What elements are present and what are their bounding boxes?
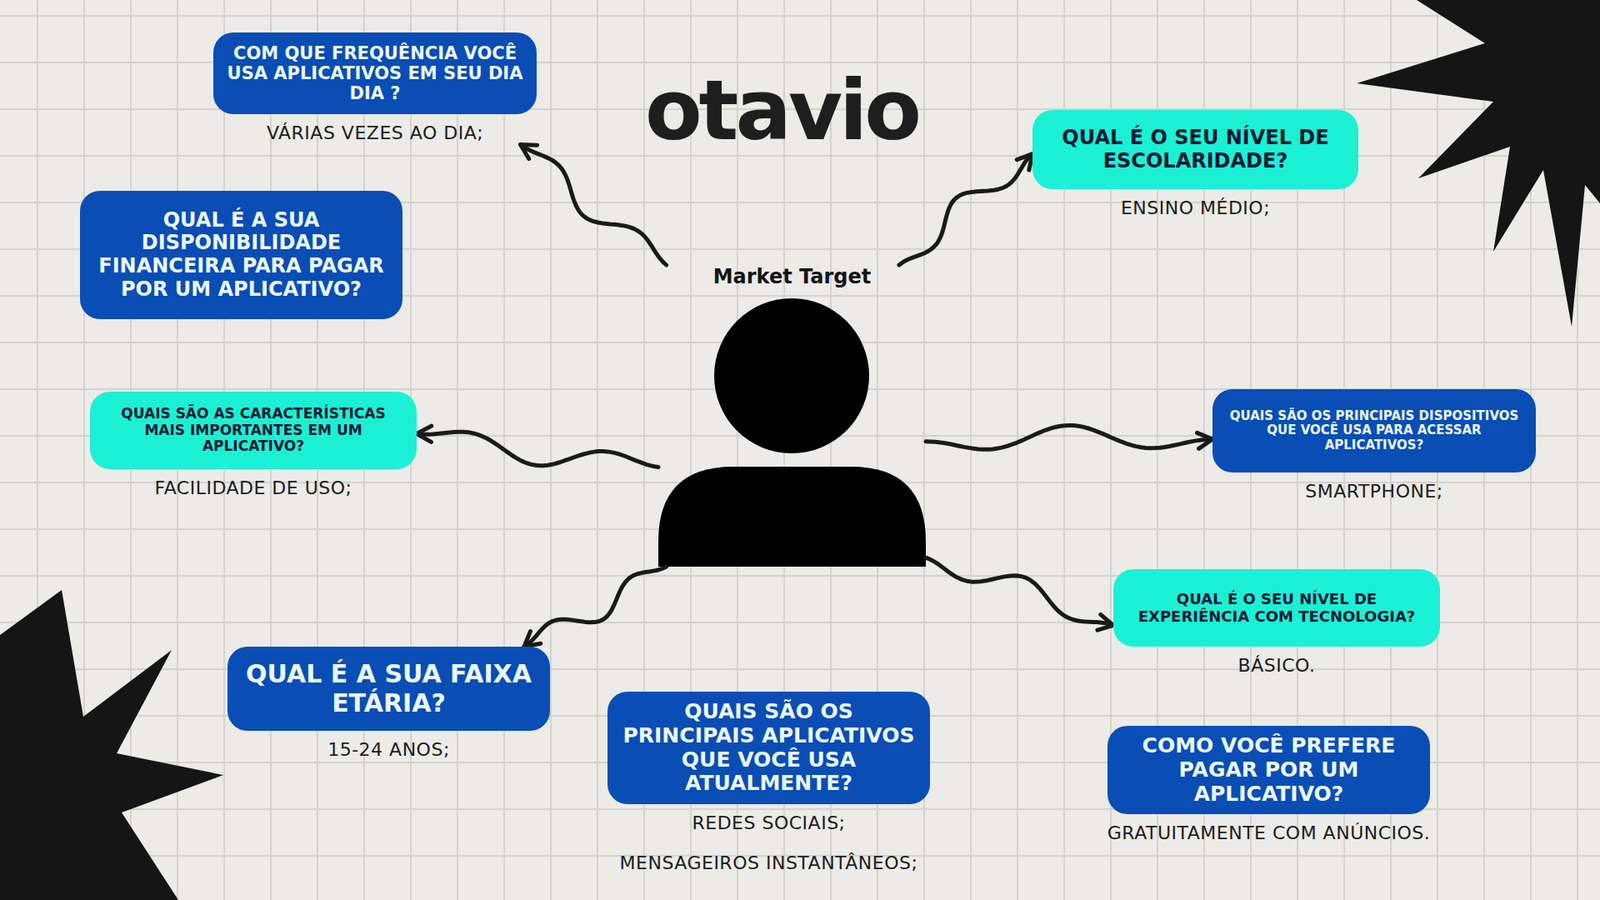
arrow-line [925, 425, 1213, 450]
question-text: QUAIS SÃO OS PRINCIPAIS DISPOSITIVOS QUE… [1225, 409, 1523, 453]
question-text: COM QUE FREQUÊNCIA VOCÊ USA APLICATIVOS … [226, 43, 524, 104]
question-text: COMO VOCÊ PREFERE PAGAR POR UM APLICATIV… [1120, 734, 1417, 806]
arrow-line [899, 154, 1033, 265]
answer-row: ENSINO MÉDIO; [1032, 197, 1359, 220]
question-box: QUAL É O SEU NÍVEL DE ESCOLARIDADE? [1032, 110, 1359, 190]
arrow-line [520, 144, 667, 265]
question-node: QUAIS SÃO OS PRINCIPAIS DISPOSITIVOS QUE… [1212, 389, 1536, 503]
curly-arrow [925, 557, 1114, 630]
arrow-head [416, 425, 432, 442]
arrow-head [524, 631, 541, 648]
answer-row: FACILIDADE DE USO; [90, 477, 417, 500]
question-node: QUAL É O SEU NÍVEL DE ESCOLARIDADE? ENSIN… [1032, 110, 1359, 220]
answer-text: BÁSICO. [1238, 655, 1316, 677]
answer-row: VÁRIAS VEZES AO DIA; [213, 122, 537, 145]
answer-row: 15-24 ANOS; [227, 739, 550, 761]
answer-text: REDES SOCIAIS; [691, 812, 845, 835]
title: otavio [598, 65, 965, 157]
arrow-head [1197, 432, 1214, 449]
question-node: COM QUE FREQUÊNCIA VOCÊ USA APLICATIVOS … [213, 32, 537, 145]
answer-row: BÁSICO. [1113, 655, 1440, 677]
question-box: COMO VOCÊ PREFERE PAGAR POR UM APLICATIV… [1107, 725, 1430, 815]
question-box: QUAIS SÃO OS PRINCIPAIS APLICATIVOS QUE … [607, 691, 930, 805]
arrow-head [520, 144, 538, 159]
question-box: COM QUE FREQUÊNCIA VOCÊ USA APLICATIVOS … [213, 32, 537, 115]
answer-row: REDES SOCIAIS; [607, 812, 930, 835]
question-box: QUAL É A SUA FAIXA ETÁRIA? [227, 646, 550, 731]
question-text: QUAL É O SEU NÍVEL DE ESCOLARIDADE? [1045, 126, 1345, 173]
answer-text: VÁRIAS VEZES AO DIA; [266, 122, 484, 145]
question-text: QUAIS SÃO OS PRINCIPAIS APLICATIVOS QUE … [620, 700, 917, 796]
question-node: QUAL É A SUA DISPONIBILIDADE FINANCEIRA … [80, 190, 403, 320]
question-box: QUAL É O SEU NÍVEL DE EXPERIÊNCIA COM TE… [1113, 569, 1440, 647]
question-node: COMO VOCÊ PREFERE PAGAR POR UM APLICATIV… [1107, 725, 1430, 845]
person-silhouette [658, 298, 926, 567]
answer-row: MENSAGEIROS INSTANTÂNEOS; [607, 852, 930, 875]
question-node: QUAIS SÃO AS CARACTERÍSTICAS MAIS IMPORT… [90, 391, 417, 500]
curly-arrow [520, 144, 667, 265]
answer-text: 15-24 ANOS; [327, 739, 450, 761]
answer-text: FACILIDADE DE USO; [155, 477, 353, 500]
curly-arrow [925, 425, 1213, 450]
arrow-head [1097, 614, 1114, 630]
arrow-line [416, 431, 659, 467]
node-label: Market Target [658, 265, 926, 290]
question-node: QUAL É O SEU NÍVEL DE EXPERIÊNCIA COM TE… [1113, 569, 1440, 677]
answer-text: SMARTPHONE; [1305, 480, 1444, 503]
arrow-line [925, 557, 1114, 625]
question-text: QUAL É A SUA DISPONIBILIDADE FINANCEIRA … [93, 209, 390, 301]
question-box: QUAL É A SUA DISPONIBILIDADE FINANCEIRA … [80, 190, 403, 320]
answer-row: GRATUITAMENTE COM ANÚNCIOS. [1107, 822, 1430, 845]
question-text: QUAL É A SUA FAIXA ETÁRIA? [240, 660, 537, 718]
curly-arrow [524, 566, 667, 647]
answer-row: SMARTPHONE; [1212, 480, 1536, 503]
curly-arrow [416, 425, 659, 467]
starburst [1356, 0, 1600, 327]
answer-text: MENSAGEIROS INSTANTÂNEOS; [620, 852, 919, 875]
arrow-line [524, 566, 667, 647]
question-node: QUAL É A SUA FAIXA ETÁRIA? 15-24 ANOS; [227, 646, 550, 761]
question-node: QUAIS SÃO OS PRINCIPAIS APLICATIVOS QUE … [607, 691, 930, 875]
answer-text: GRATUITAMENTE COM ANÚNCIOS. [1107, 822, 1431, 845]
question-text: QUAIS SÃO AS CARACTERÍSTICAS MAIS IMPORT… [103, 405, 404, 455]
question-box: QUAIS SÃO AS CARACTERÍSTICAS MAIS IMPORT… [90, 391, 417, 470]
curly-arrow [899, 154, 1033, 265]
persona-node: Market Target [658, 265, 926, 567]
question-box: QUAIS SÃO OS PRINCIPAIS DISPOSITIVOS QUE… [1212, 389, 1536, 473]
starburst [0, 590, 224, 900]
answer-text: ENSINO MÉDIO; [1120, 197, 1270, 220]
arrow-head [1016, 154, 1033, 171]
question-text: QUAL É O SEU NÍVEL DE EXPERIÊNCIA COM TE… [1126, 590, 1427, 625]
